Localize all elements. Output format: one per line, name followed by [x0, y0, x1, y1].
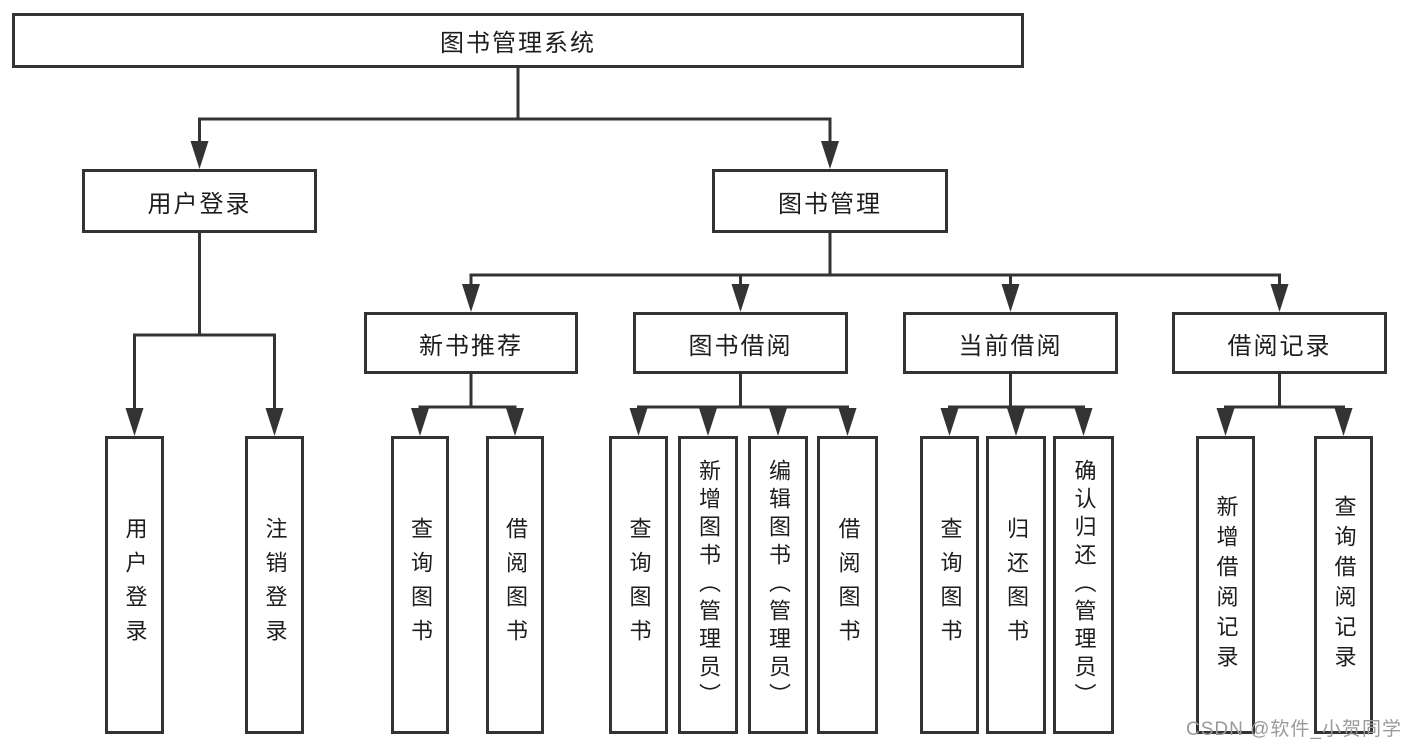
node-label: 查询借阅记录 — [1331, 495, 1357, 675]
node-leaf-add-borrow-record: 新增借阅记录 — [1196, 436, 1255, 734]
arrowhead-icon — [731, 284, 750, 312]
node-label: 查询图书 — [937, 517, 963, 653]
arrowhead-icon — [1334, 408, 1353, 436]
node-book-management: 图书管理 — [712, 169, 948, 233]
node-leaf-query-borrow-record: 查询借阅记录 — [1314, 436, 1373, 734]
node-leaf-return-book: 归还图书 — [986, 436, 1046, 734]
node-label: 图书管理 — [778, 190, 882, 218]
node-label: 新书推荐 — [419, 332, 523, 360]
node-book-borrow: 图书借阅 — [633, 312, 848, 374]
arrowhead-icon — [940, 408, 959, 436]
node-label: 图书管理系统 — [440, 30, 596, 57]
node-label: 借阅记录 — [1227, 332, 1332, 360]
node-label: 新增借阅记录 — [1213, 495, 1239, 675]
node-label: 用户登录 — [122, 517, 148, 653]
arrowhead-icon — [1216, 408, 1235, 436]
node-leaf-add-book: 新增图书（管理员） — [678, 436, 738, 734]
arrowhead-icon — [1001, 284, 1020, 312]
node-leaf-query-book-1: 查询图书 — [391, 436, 449, 734]
node-leaf-user-login: 用户登录 — [105, 436, 164, 734]
node-label: 借阅图书 — [835, 517, 861, 653]
arrowhead-icon — [411, 408, 429, 436]
arrowhead-icon — [838, 408, 857, 436]
node-label: 编辑图书（管理员） — [766, 459, 791, 711]
node-leaf-borrow-book-1: 借阅图书 — [486, 436, 544, 734]
node-leaf-logout: 注销登录 — [245, 436, 304, 734]
node-label: 用户登录 — [147, 190, 252, 218]
node-label: 查询图书 — [626, 517, 652, 653]
watermark: CSDN @软件_小贺同学 — [1186, 719, 1402, 740]
node-label: 图书借阅 — [688, 332, 793, 360]
arrowhead-icon — [462, 284, 480, 312]
node-leaf-query-book-2: 查询图书 — [609, 436, 668, 734]
node-current-borrow: 当前借阅 — [903, 312, 1118, 374]
node-label: 新增图书（管理员） — [696, 459, 721, 711]
arrowhead-icon — [190, 141, 209, 169]
node-label: 注销登录 — [262, 517, 288, 653]
node-leaf-confirm-return: 确认归还（管理员） — [1053, 436, 1114, 734]
node-label: 查询图书 — [408, 517, 433, 653]
node-user-login: 用户登录 — [82, 169, 317, 233]
node-new-book-recommend: 新书推荐 — [364, 312, 578, 374]
arrowhead-icon — [125, 408, 144, 436]
arrowhead-icon — [1074, 408, 1093, 436]
arrowhead-icon — [699, 408, 717, 436]
arrowhead-icon — [769, 408, 787, 436]
node-label: 借阅图书 — [503, 517, 528, 653]
node-label: 当前借阅 — [958, 332, 1063, 360]
node-leaf-edit-book: 编辑图书（管理员） — [748, 436, 808, 734]
node-label: 归还图书 — [1004, 517, 1029, 653]
arrowhead-icon — [265, 408, 284, 436]
arrowhead-icon — [1270, 284, 1289, 312]
node-borrow-records: 借阅记录 — [1172, 312, 1387, 374]
node-root: 图书管理系统 — [12, 13, 1024, 68]
node-leaf-borrow-book-2: 借阅图书 — [817, 436, 878, 734]
arrowhead-icon — [821, 141, 839, 169]
arrowhead-icon — [629, 408, 648, 436]
node-label: 确认归还（管理员） — [1071, 459, 1097, 711]
arrowhead-icon — [1007, 408, 1025, 436]
node-leaf-query-book-3: 查询图书 — [920, 436, 979, 734]
arrowhead-icon — [506, 408, 524, 436]
